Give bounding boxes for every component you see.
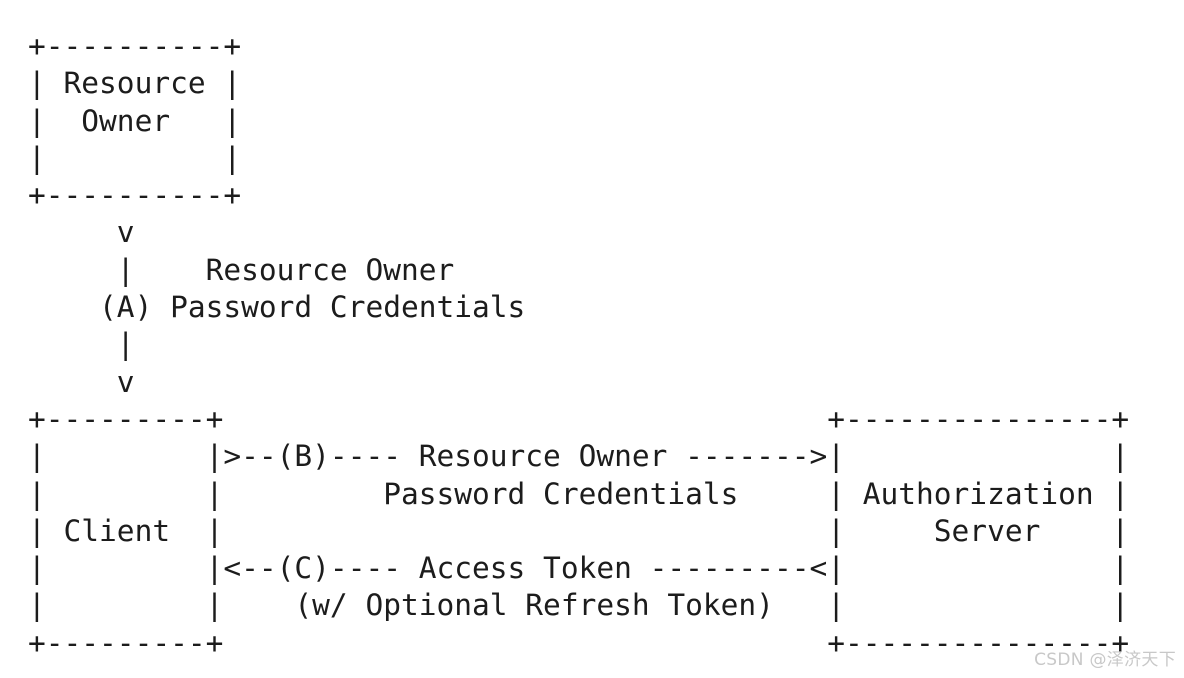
resource-owner-box-label-1: | Resource | xyxy=(28,66,242,101)
resource-owner-box-label-2: | Owner | xyxy=(28,103,242,138)
flow-c-token-line: | |<--(C)---- Access Token ---------<| | xyxy=(28,551,1130,586)
flow-b-credentials-line: | | Password Credentials | Authorization… xyxy=(28,476,1130,511)
csdn-watermark: CSDN @泽济天下 xyxy=(1034,650,1176,670)
resource-owner-box-blank: | | xyxy=(28,140,242,175)
arrow-a-head-bottom: v xyxy=(28,364,135,399)
client-server-labels-line: | Client | | Server | xyxy=(28,513,1130,548)
arrow-a-label-1: | Resource Owner xyxy=(28,252,455,287)
ascii-flow-diagram: +----------+| Resource || Owner || |+---… xyxy=(28,28,1129,662)
arrow-a-label-2: (A) Password Credentials xyxy=(28,290,526,325)
resource-owner-box-top: +----------+ xyxy=(28,29,242,63)
client-server-boxes-top: +---------+ +---------------+ xyxy=(28,401,1130,436)
client-server-boxes-bottom: +---------+ +---------------+ xyxy=(28,625,1130,660)
flow-c-refresh-line: | | (w/ Optional Refresh Token) | | xyxy=(28,588,1130,623)
arrow-a-head-top: v xyxy=(28,215,135,250)
arrow-a-shaft: | xyxy=(28,327,135,362)
resource-owner-box-bottom: +----------+ xyxy=(28,178,242,213)
flow-b-request-line: | |>--(B)---- Resource Owner ------->| | xyxy=(28,439,1130,474)
